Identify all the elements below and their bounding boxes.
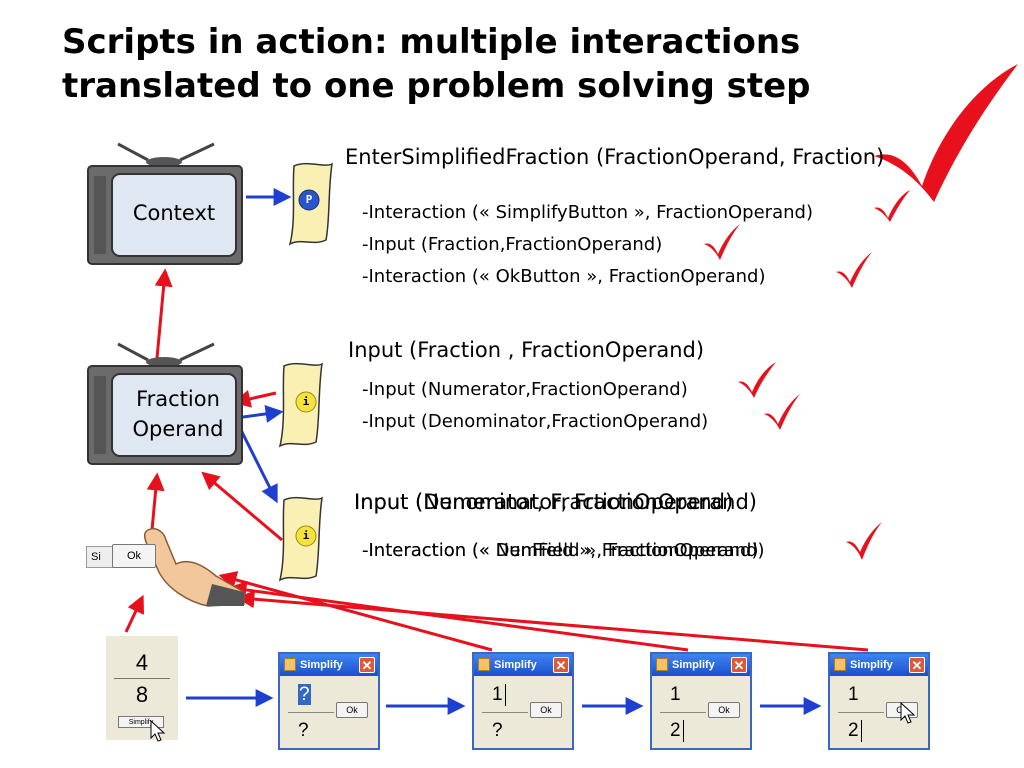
- numerator-field[interactable]: 1: [492, 684, 506, 706]
- close-button[interactable]: ✕: [553, 657, 569, 673]
- close-button[interactable]: ✕: [359, 657, 375, 673]
- title-line-2: translated to one problem solving step: [62, 66, 811, 106]
- block3-heading-a: Input (Numerator, FractionOperand): [354, 490, 734, 514]
- arrow-dialog4-to-hand: [236, 590, 869, 652]
- check-icon: [846, 522, 882, 560]
- title-line-1: Scripts in action: multiple interactions: [62, 22, 801, 62]
- check-icon: [836, 252, 872, 288]
- tv-icon: [87, 142, 243, 265]
- dialog-titlebar: Simplify ✕: [474, 654, 572, 676]
- arrow-operand-to-lower-script: [238, 427, 278, 504]
- dialog-title: Simplify: [850, 659, 893, 671]
- dialog-title: Simplify: [494, 659, 537, 671]
- operand-label: Fraction Operand: [118, 384, 238, 444]
- dialog-title: Simplify: [300, 659, 343, 671]
- block3-item-a: -Interaction (« NumField », FractionOper…: [362, 540, 765, 561]
- denominator-field[interactable]: 2: [670, 720, 684, 742]
- denominator-field[interactable]: ?: [492, 720, 503, 741]
- ok-button[interactable]: Ok: [112, 544, 156, 568]
- operand-label-line-1: Fraction: [136, 387, 220, 411]
- simplify-dialog-4: Simplify ✕ 1 2 Ok: [828, 652, 930, 750]
- block3-heading-b: Input (Denominator, FractionOperand): [354, 490, 757, 514]
- java-icon: [656, 658, 668, 671]
- arrow-lower-script-to-operand: [201, 471, 283, 542]
- slide-title: Scripts in action: multiple interactions…: [62, 20, 862, 108]
- context-tv: Context: [78, 140, 250, 272]
- cursor-icon: [900, 702, 916, 724]
- check-icon: [764, 394, 800, 430]
- start-panel: 4 8 Simplify: [106, 636, 178, 742]
- big-check-icon: [874, 64, 1018, 202]
- cursor-icon: [150, 720, 166, 742]
- scroll-icon: [288, 162, 333, 246]
- fraction-bar: [114, 678, 170, 679]
- close-button[interactable]: ✕: [731, 657, 747, 673]
- block1-item-2: -Input (Fraction,FractionOperand): [362, 234, 663, 255]
- script-badge-p: P: [305, 193, 313, 206]
- dialog-titlebar: Simplify ✕: [652, 654, 750, 676]
- block2-item-1: -Input (Numerator,FractionOperand): [362, 379, 688, 400]
- start-denominator: 8: [135, 682, 149, 707]
- numerator-field[interactable]: ?: [298, 684, 311, 706]
- arrow-panel-to-hand: [124, 594, 145, 633]
- scroll-icon: [278, 496, 323, 582]
- lower-script: i: [274, 494, 326, 582]
- check-icon: [704, 224, 740, 260]
- ok-button[interactable]: Ok: [530, 702, 562, 718]
- close-button[interactable]: ✕: [909, 657, 925, 673]
- context-label: Context: [132, 201, 216, 225]
- script-badge-i: i: [302, 529, 310, 542]
- fraction-bar: [288, 712, 334, 713]
- arrow-dialog3-to-hand: [228, 581, 689, 652]
- hand-icon: [143, 528, 245, 607]
- block1-item-1: -Interaction (« SimplifyButton », Fracti…: [362, 202, 813, 223]
- numerator-value: ?: [298, 684, 311, 705]
- numerator-field[interactable]: 1: [848, 684, 859, 705]
- fraction-bar: [660, 712, 706, 713]
- check-icon: [738, 362, 776, 398]
- operand-script: i: [274, 360, 326, 448]
- simplify-dialog-1: Simplify ✕ ? ? Ok: [278, 652, 380, 750]
- scroll-icon: [278, 362, 323, 448]
- arrow-dialog2-to-hand: [218, 571, 493, 652]
- dialog-title: Simplify: [672, 659, 715, 671]
- fraction-bar: [482, 712, 528, 713]
- arrow-hand-to-operand: [146, 472, 165, 531]
- denominator-field[interactable]: 2: [848, 720, 862, 742]
- simplify-dialog-2: Simplify ✕ 1 ? Ok: [472, 652, 574, 750]
- arrow-operand-to-script: [235, 405, 284, 423]
- block1-heading: EnterSimplifiedFraction (FractionOperand…: [345, 145, 885, 169]
- block2-heading: Input (Fraction , FractionOperand): [348, 338, 705, 362]
- simplify-dialog-3: Simplify ✕ 1 2 Ok: [650, 652, 752, 750]
- block1-item-3: -Interaction (« OkButton », FractionOper…: [362, 266, 766, 287]
- start-numerator: 4: [135, 650, 149, 675]
- numerator-field[interactable]: 1: [670, 684, 681, 705]
- ok-button[interactable]: Ok: [708, 702, 740, 718]
- tv-icon: [87, 342, 243, 465]
- ok-button[interactable]: Ok: [336, 702, 368, 718]
- operand-tv: Fraction Operand: [78, 340, 250, 472]
- dialog-titlebar: Simplify ✕: [280, 654, 378, 676]
- java-icon: [834, 658, 846, 671]
- check-icon: [874, 190, 910, 222]
- denominator-field[interactable]: ?: [298, 720, 309, 741]
- hand-widget: Si Ok: [86, 524, 246, 608]
- arrow-operand-to-context: [154, 268, 173, 359]
- block3-item-b: -Interaction (« DenField », FractionOper…: [362, 540, 759, 561]
- block2-item-2: -Input (Denominator,FractionOperand): [362, 411, 709, 432]
- script-badge-i: i: [302, 395, 310, 408]
- context-script: P: [284, 160, 336, 246]
- operand-label-line-2: Operand: [132, 417, 224, 441]
- fraction-bar: [838, 712, 884, 713]
- java-icon: [284, 658, 296, 671]
- dialog-titlebar: Simplify ✕: [830, 654, 928, 676]
- java-icon: [478, 658, 490, 671]
